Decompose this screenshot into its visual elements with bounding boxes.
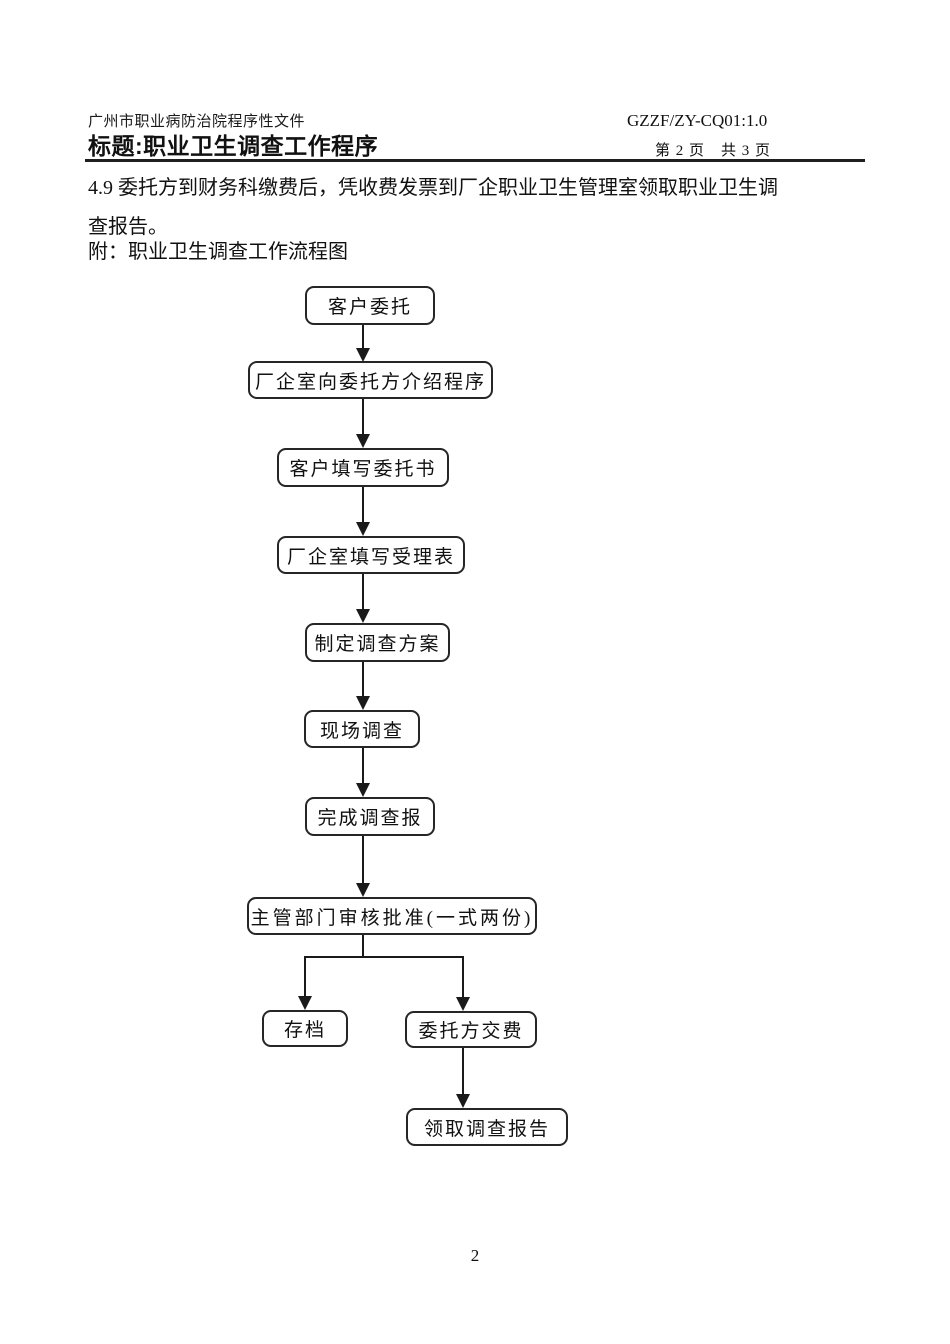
paragraph-4-9-line-2: 查报告。	[88, 216, 168, 238]
arrow-head-icon	[356, 434, 370, 448]
flow-node-supervisor-approval: 主管部门审核批准(一式两份)	[247, 897, 537, 935]
arrow-head-icon	[298, 996, 312, 1010]
flow-node-archive: 存档	[262, 1010, 348, 1047]
arrow-line-6	[362, 748, 364, 786]
paragraph-4-9-line-1: 4.9 委托方到财务科缴费后，凭收费发票到厂企职业卫生管理室领取职业卫生调	[88, 177, 778, 199]
arrow-line-1	[362, 325, 364, 350]
arrow-line-2	[362, 399, 364, 437]
flow-node-receive-report: 领取调查报告	[406, 1108, 568, 1146]
branch-split-line	[304, 956, 464, 958]
document-code: GZZF/ZY-CQ01:1.0	[627, 111, 768, 130]
flow-node-introduce-procedure: 厂企室向委托方介绍程序	[248, 361, 493, 399]
document-title: 标题:职业卫生调查工作程序	[88, 133, 379, 159]
arrow-head-icon	[356, 348, 370, 362]
flow-node-site-investigation: 现场调查	[304, 710, 420, 748]
arrow-line-4	[362, 574, 364, 612]
arrow-head-icon	[356, 883, 370, 897]
flow-node-office-fills-acceptance: 厂企室填写受理表	[277, 536, 465, 574]
page-indicator: 第 2 页 共 3 页	[655, 143, 772, 159]
flow-node-client-pays: 委托方交费	[405, 1011, 537, 1048]
branch-left-line	[304, 956, 306, 998]
flow-node-client-entrust: 客户委托	[305, 286, 435, 325]
arrow-head-icon	[456, 1094, 470, 1108]
flow-node-client-fills-entrust-form: 客户填写委托书	[277, 448, 449, 487]
header-org-line: 广州市职业病防治院程序性文件	[88, 114, 306, 130]
header-divider	[85, 159, 865, 162]
arrow-line-3	[362, 487, 364, 525]
arrow-head-icon	[356, 609, 370, 623]
flow-node-make-investigation-plan: 制定调查方案	[305, 623, 450, 662]
arrow-head-icon	[456, 997, 470, 1011]
flow-node-complete-report: 完成调查报	[305, 797, 435, 836]
footer-page-number: 2	[470, 1246, 480, 1265]
arrow-head-icon	[356, 696, 370, 710]
arrow-line-8	[462, 1048, 464, 1096]
arrow-line-7	[362, 836, 364, 886]
attachment-caption: 附：职业卫生调查工作流程图	[88, 241, 348, 263]
branch-stem-line	[362, 935, 364, 958]
arrow-head-icon	[356, 783, 370, 797]
branch-right-line	[462, 956, 464, 999]
arrow-line-5	[362, 662, 364, 699]
arrow-head-icon	[356, 522, 370, 536]
